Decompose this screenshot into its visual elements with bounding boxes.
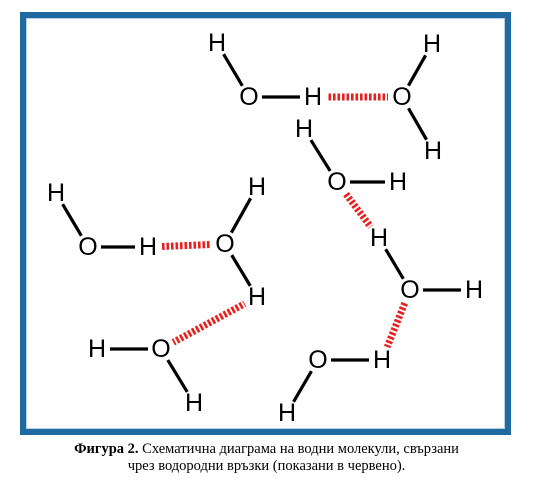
caption-text-line1: Схематична диаграма на водни молекули, с…	[142, 441, 459, 457]
hydrogen-atom: H	[389, 168, 407, 196]
hydrogen-atom: H	[424, 137, 442, 165]
covalent-bond	[61, 203, 83, 237]
covalent-bond	[230, 254, 252, 287]
covalent-bond	[309, 139, 332, 172]
oxygen-atom: O	[215, 230, 234, 258]
oxygen-atom: O	[392, 83, 411, 111]
hydrogen-atom: H	[88, 335, 106, 363]
caption-label: Фигура 2.	[74, 441, 139, 457]
hydrogen-atom: H	[304, 83, 322, 111]
hydrogen-atom: H	[208, 29, 226, 57]
oxygen-atom: O	[400, 276, 419, 304]
hydrogen-atom: H	[248, 173, 266, 201]
oxygen-atom: O	[308, 346, 327, 374]
oxygen-atom: O	[78, 233, 97, 261]
hydrogen-atom: H	[295, 115, 313, 143]
hydrogen-atom: H	[47, 179, 65, 207]
figure-inner-border	[26, 18, 505, 429]
hydrogen-bond	[161, 241, 212, 250]
hydrogen-atom: H	[465, 276, 483, 304]
covalent-bond	[384, 248, 405, 280]
hydrogen-bond	[171, 300, 247, 346]
caption-text-line2: чрез водородни връзки (показани в червен…	[127, 458, 406, 474]
oxygen-atom: O	[327, 168, 346, 196]
hydrogen-atom: H	[370, 224, 388, 252]
covalent-bond	[407, 54, 427, 87]
covalent-bond	[166, 359, 189, 393]
covalent-bond	[407, 107, 428, 141]
figure-caption: Фигура 2. Схематична диаграма на водни м…	[0, 441, 533, 475]
hydrogen-atom: H	[278, 399, 296, 427]
covalent-bond	[292, 370, 313, 403]
oxygen-atom: O	[239, 83, 258, 111]
hydrogen-atom: H	[248, 283, 266, 311]
hydrogen-atom: H	[185, 389, 203, 417]
oxygen-atom: O	[151, 335, 170, 363]
covalent-bonds	[61, 53, 461, 403]
hydrogen-atom: H	[373, 346, 391, 374]
figure-frame	[20, 12, 511, 435]
hydrogen-atom: H	[423, 30, 441, 58]
hydrogen-bond	[383, 301, 409, 349]
hydrogen-bonds	[161, 93, 409, 349]
hydrogen-bond	[327, 93, 388, 101]
covalent-bond	[222, 53, 244, 87]
hydrogen-bond	[342, 191, 374, 229]
covalent-bond	[229, 197, 253, 234]
hydrogen-atom: H	[139, 233, 157, 261]
